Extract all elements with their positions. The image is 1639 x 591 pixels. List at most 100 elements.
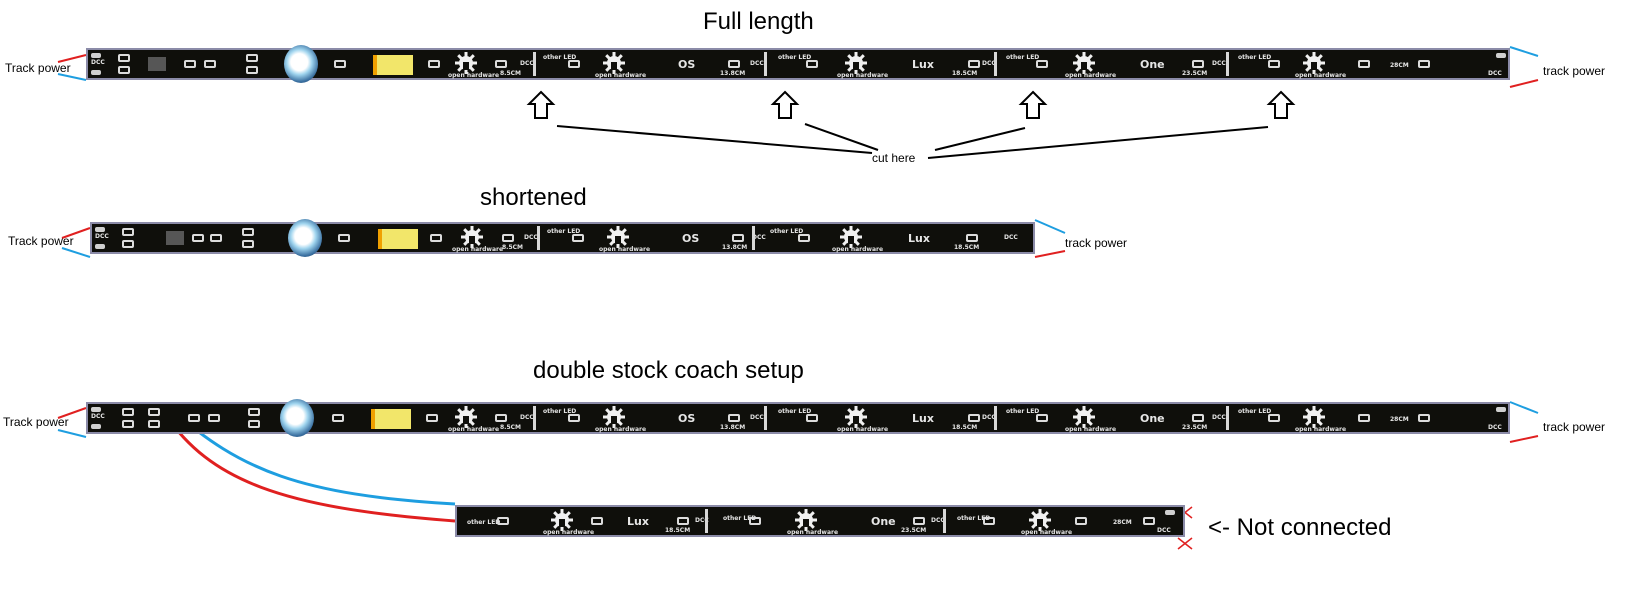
wire-blue-right-double (1509, 401, 1539, 414)
cut-pointer-lines (556, 123, 1269, 159)
pcb-label-other-led: other LED (1006, 54, 1040, 61)
pcb-label-other-led: other LED (543, 408, 577, 415)
pcb-cut-28: 28CM (1390, 416, 1409, 423)
pcb-label-dcc: DCC (91, 59, 105, 66)
wire-blue-left-short (61, 247, 91, 258)
pcb-label-open-hardware: open hardware (595, 72, 647, 79)
pcb-label-dcc: DCC (982, 414, 996, 421)
pcb-label-dcc: DCC (524, 234, 538, 241)
pcb-label-other-led: other LED (1238, 408, 1272, 415)
jumper-wire-red (163, 413, 456, 523)
open-hardware-gear-icon (455, 52, 477, 74)
pcb-label-open-hardware: open hardware (1065, 72, 1117, 79)
label-cut-here: cut here (872, 151, 916, 165)
pcb-label-dcc: DCC (1157, 527, 1171, 534)
pcb-label-dcc: DCC (750, 414, 764, 421)
pcb-text-os: OS (678, 412, 696, 425)
pcb-text-os: OS (678, 58, 696, 71)
wire-red-left-double (57, 407, 87, 419)
pcb-label-other-led: other LED (467, 519, 501, 526)
pcb-label-other-led: other LED (778, 408, 812, 415)
capacitor (280, 399, 314, 437)
label-track-power-left-2: Track power (8, 234, 74, 248)
pcb-text-one: One (871, 515, 896, 528)
pcb-cut-13-8: 13.8CM (720, 424, 746, 431)
pcb-label-dcc: DCC (931, 517, 945, 524)
open-hardware-gear-icon (1029, 509, 1051, 531)
led-strip-shortened: DCC open hardware 8.5CM DCC other LED op… (90, 219, 1035, 257)
open-hardware-gear-icon (455, 406, 477, 428)
pcb-cut-18-5: 18.5CM (665, 527, 691, 534)
open-hardware-gear-icon (551, 509, 573, 531)
pcb-label-other-led: other LED (778, 54, 812, 61)
open-hardware-gear-icon (1073, 406, 1095, 428)
arrow-up-icon (1266, 90, 1296, 119)
pcb-cut-13-8: 13.8CM (722, 244, 748, 251)
open-hardware-gear-icon (461, 226, 483, 248)
capacitor (288, 219, 322, 257)
pcb-label-open-hardware: open hardware (1021, 529, 1073, 536)
label-track-power-right-3: track power (1543, 420, 1606, 434)
label-not-connected: <- Not connected (1208, 514, 1392, 541)
open-hardware-gear-icon (607, 226, 629, 248)
pcb-label-open-hardware: open hardware (832, 246, 884, 253)
led-strip-second-coach: other LED open hardware Lux 18.5CM DCC o… (455, 505, 1185, 537)
pcb-label-open-hardware: open hardware (595, 426, 647, 433)
regulator-chip (148, 57, 166, 71)
pcb-label-open-hardware: open hardware (837, 426, 889, 433)
pcb-label-open-hardware: open hardware (452, 246, 504, 253)
pcb-text-one: One (1140, 58, 1165, 71)
pcb-cut-18-5: 18.5CM (952, 70, 978, 77)
pcb-label-dcc: DCC (695, 517, 709, 524)
pcb-text-lux: Lux (912, 412, 934, 425)
pcb-text-lux: Lux (908, 232, 930, 245)
label-track-power-left-1: Track power (5, 61, 71, 75)
arrow-up-icon (770, 90, 800, 119)
wire-red-right-top (1509, 79, 1539, 88)
wire-blue-right-short (1034, 219, 1066, 234)
pcb-label-dcc: DCC (750, 60, 764, 67)
pcb-label-dcc: DCC (520, 414, 534, 421)
title-full-length: Full length (703, 8, 814, 35)
pcb-label-other-led: other LED (543, 54, 577, 61)
open-hardware-gear-icon (840, 226, 862, 248)
led-yellow (371, 409, 411, 429)
regulator-chip (166, 231, 184, 245)
cut-arrows (526, 90, 1296, 119)
wire-blue-left-double (57, 429, 87, 438)
open-hardware-gear-icon (1303, 406, 1325, 428)
pcb-label-open-hardware: open hardware (1065, 426, 1117, 433)
pcb-label-open-hardware: open hardware (787, 529, 839, 536)
pcb-label-other-led: other LED (1006, 408, 1040, 415)
capacitor (284, 45, 318, 83)
pcb-cut-8-5: 8.5CM (500, 70, 522, 77)
pcb-label-dcc: DCC (1488, 70, 1502, 77)
pcb-label-dcc: DCC (520, 60, 534, 67)
pcb-cut-23-5: 23.5CM (901, 527, 927, 534)
pcb-label-dcc: DCC (1212, 414, 1226, 421)
led-strip-full: DCC open hardware 8.5CM DCC other LED op… (86, 45, 1510, 83)
wire-red-left-top (57, 54, 87, 63)
open-hardware-gear-icon (1303, 52, 1325, 74)
pcb-label-other-led: other LED (770, 228, 804, 235)
title-shortened: shortened (480, 184, 587, 211)
pcb-label-open-hardware: open hardware (1295, 426, 1347, 433)
open-hardware-gear-icon (845, 52, 867, 74)
pcb-cut-18-5: 18.5CM (952, 424, 978, 431)
pcb-label-open-hardware: open hardware (448, 426, 500, 433)
led-yellow (378, 229, 418, 249)
pcb-label-open-hardware: open hardware (1295, 72, 1347, 79)
label-track-power-left-3: Track power (3, 415, 69, 429)
pcb-label-dcc: DCC (95, 233, 109, 240)
open-hardware-gear-icon (845, 406, 867, 428)
title-double-stock: double stock coach setup (533, 357, 804, 384)
open-hardware-gear-icon (603, 52, 625, 74)
label-track-power-right-2: track power (1065, 236, 1128, 250)
led-yellow (373, 55, 413, 75)
open-hardware-gear-icon (603, 406, 625, 428)
pcb-label-other-led: other LED (957, 515, 991, 522)
pcb-label-dcc: DCC (91, 413, 105, 420)
pcb-label-open-hardware: open hardware (599, 246, 651, 253)
pcb-text-one: One (1140, 412, 1165, 425)
pcb-label-other-led: other LED (723, 515, 757, 522)
